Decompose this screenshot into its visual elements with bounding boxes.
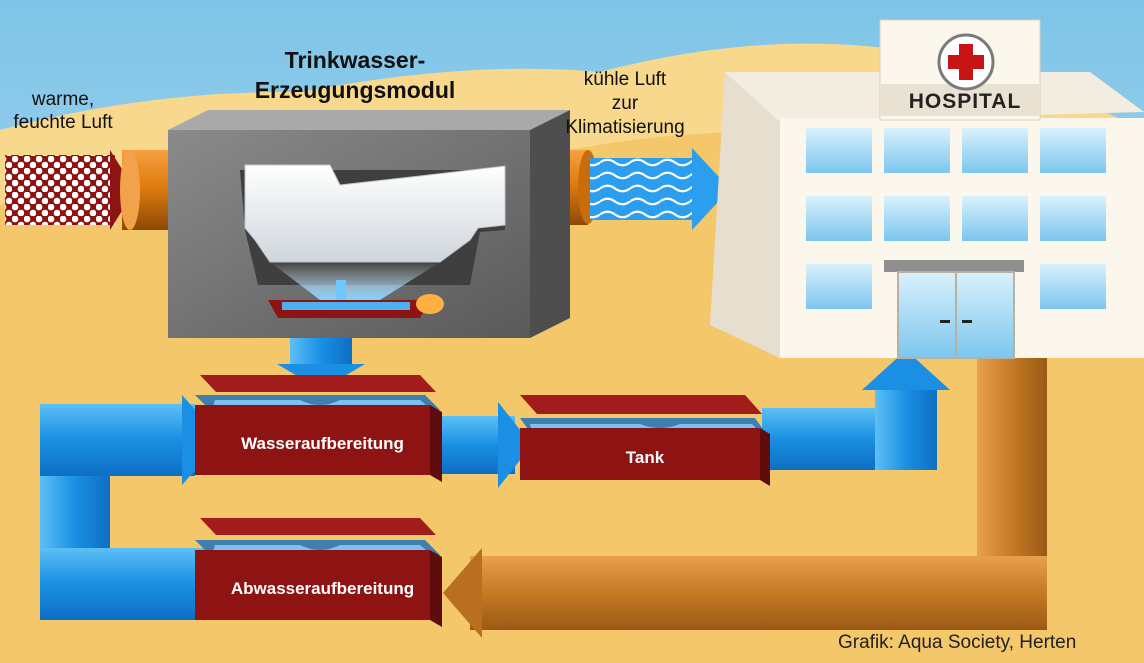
module-title-line-2: Erzeugungsmodul bbox=[254, 77, 456, 103]
window-grid bbox=[806, 128, 1106, 309]
wastewater-treatment-basin bbox=[195, 518, 442, 627]
cool-air-label-line-2: zur bbox=[611, 93, 639, 114]
tank-basin bbox=[520, 395, 770, 486]
wastewater-treatment-label: Abwasseraufbereitung bbox=[230, 579, 415, 598]
water-loop-arrow bbox=[40, 395, 222, 620]
hospital-building bbox=[710, 19, 1144, 359]
water-generation-module bbox=[168, 110, 570, 338]
water-treatment-label: Wasseraufbereitung bbox=[241, 434, 404, 453]
warm-air-label-line-1: warme, bbox=[31, 89, 95, 110]
water-treatment-basin bbox=[195, 375, 442, 482]
tank-label: Tank bbox=[625, 448, 665, 467]
cool-air-arrow bbox=[590, 148, 730, 230]
module-title-line-1: Trinkwasser- bbox=[284, 47, 426, 73]
red-cross-icon bbox=[937, 33, 995, 91]
cool-air-label-line-1: kühle Luft bbox=[583, 69, 667, 90]
warm-air-label-line-2: feuchte Luft bbox=[13, 112, 113, 133]
cool-air-label-line-3: Klimatisierung bbox=[565, 117, 685, 138]
tank-to-hospital-arrow bbox=[762, 350, 950, 470]
hospital-sign: HOSPITAL bbox=[908, 90, 1022, 113]
warm-air-label: warme, feuchte Luft bbox=[8, 88, 118, 134]
wastewater-flow-arrow bbox=[443, 358, 1047, 638]
image-credit: Grafik: Aqua Society, Herten bbox=[838, 632, 1077, 653]
module-title: Trinkwasser- Erzeugungsmodul bbox=[225, 45, 485, 105]
cool-air-label: kühle Luft zur Klimatisierung bbox=[545, 68, 705, 140]
warm-air-arrow bbox=[5, 150, 135, 230]
